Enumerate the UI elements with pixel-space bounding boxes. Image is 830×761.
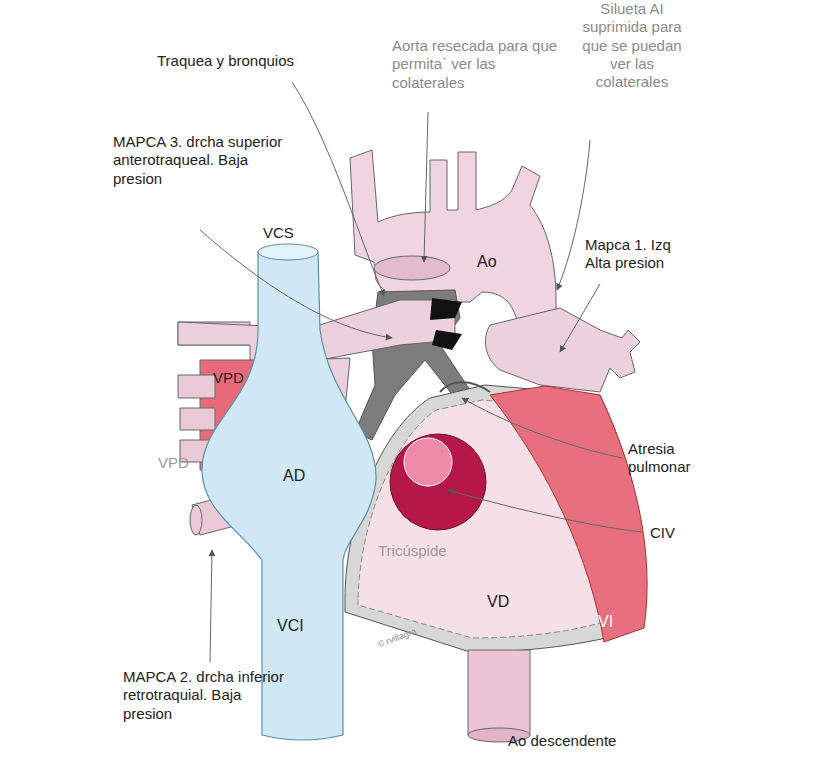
label: © rvillagra [376,626,418,650]
label: VD [487,592,509,612]
label: AD [283,466,305,486]
aorta-cut [374,256,450,280]
svc-opening [258,244,318,260]
mapca-origin [432,330,462,350]
vein [180,408,215,430]
mapca-origin [430,298,462,320]
label: VCI [277,616,304,636]
atretic-pulmonary [440,382,490,392]
leader-line [210,550,212,662]
leader-line [424,112,428,262]
leader-line [560,284,600,352]
mapca-1 [485,308,640,392]
label: VPD [213,369,244,387]
label: CIV [650,524,675,542]
leader-lines [200,82,642,662]
leader-line [462,398,622,458]
label: Aorta resecada para que permita` ver las… [392,37,567,92]
label: VPD [158,454,189,472]
leader-line [292,82,384,296]
descending-aorta [468,650,530,735]
leader-line [448,490,642,532]
left-ventricle [490,386,647,642]
label: MAPCA 2. drcha inferior retrotraquial. B… [123,668,288,723]
aortic-valve [404,438,452,486]
vsd [390,434,486,530]
label: VI [598,612,613,632]
label: Atresia pulmonar [628,440,728,477]
label: MAPCA 3. drcha superior anterotraqueal. … [113,133,285,188]
label: Tricúspide [378,542,447,560]
vein [178,375,215,398]
label: VCS [263,224,294,242]
label: Silueta AI suprimida para que se puedan … [572,0,692,91]
vein-end [190,505,202,535]
label: Ao descendente [508,732,616,750]
label: Ao [477,252,497,272]
leader-line [200,230,392,338]
right-atrium [202,247,376,740]
label: Traquea y bronquios [157,52,357,70]
label: Mapca 1. Izq Alta presion [585,236,697,273]
